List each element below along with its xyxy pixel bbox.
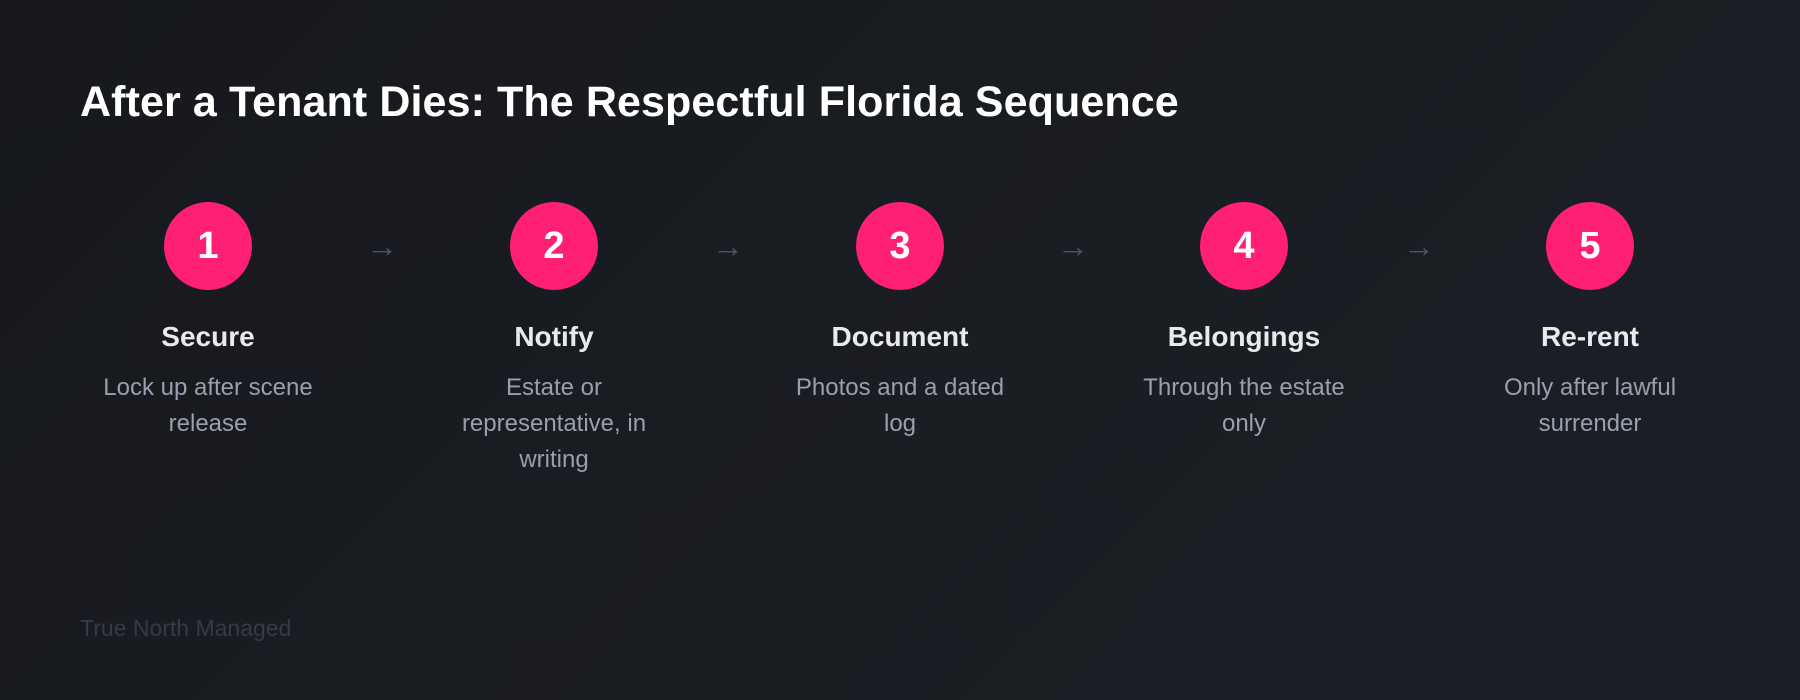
step-description: Lock up after scene release: [103, 374, 313, 437]
arrow-right-icon: →: [1403, 228, 1435, 264]
step-re-rent: 5 Re-rent Only after lawful surrender: [1470, 202, 1710, 442]
step-description: Photos and a dated log: [795, 374, 1005, 437]
step-secure: 1 Secure Lock up after scene release: [88, 202, 328, 442]
process-steps: 1 Secure Lock up after scene release → 2…: [0, 202, 1800, 502]
step-notify: 2 Notify Estate or representative, in wr…: [434, 202, 674, 478]
step-label: Re-rent: [1540, 321, 1639, 352]
step-belongings: 4 Belongings Through the estate only: [1124, 202, 1364, 442]
arrow-right-icon: →: [712, 228, 744, 264]
step-number-badge: 2: [510, 202, 598, 290]
step-number-badge: 3: [856, 202, 944, 290]
step-description: Through the estate only: [1143, 374, 1345, 437]
step-label: Belongings: [1167, 321, 1321, 352]
step-description: Only after lawful surrender: [1503, 374, 1677, 437]
step-label: Secure: [161, 321, 255, 352]
step-description: Estate or representative, in writing: [461, 374, 647, 473]
brand-footer: True North Managed: [80, 615, 292, 641]
step-label: Document: [831, 321, 969, 352]
arrow-right-icon: →: [1057, 228, 1089, 264]
page-title: After a Tenant Dies: The Respectful Flor…: [80, 78, 1179, 126]
step-number-badge: 5: [1546, 202, 1634, 290]
step-number-badge: 4: [1200, 202, 1288, 290]
step-label: Notify: [514, 321, 594, 352]
step-document: 3 Document Photos and a dated log: [780, 202, 1020, 442]
arrow-right-icon: →: [366, 228, 398, 264]
step-number-badge: 1: [164, 202, 252, 290]
